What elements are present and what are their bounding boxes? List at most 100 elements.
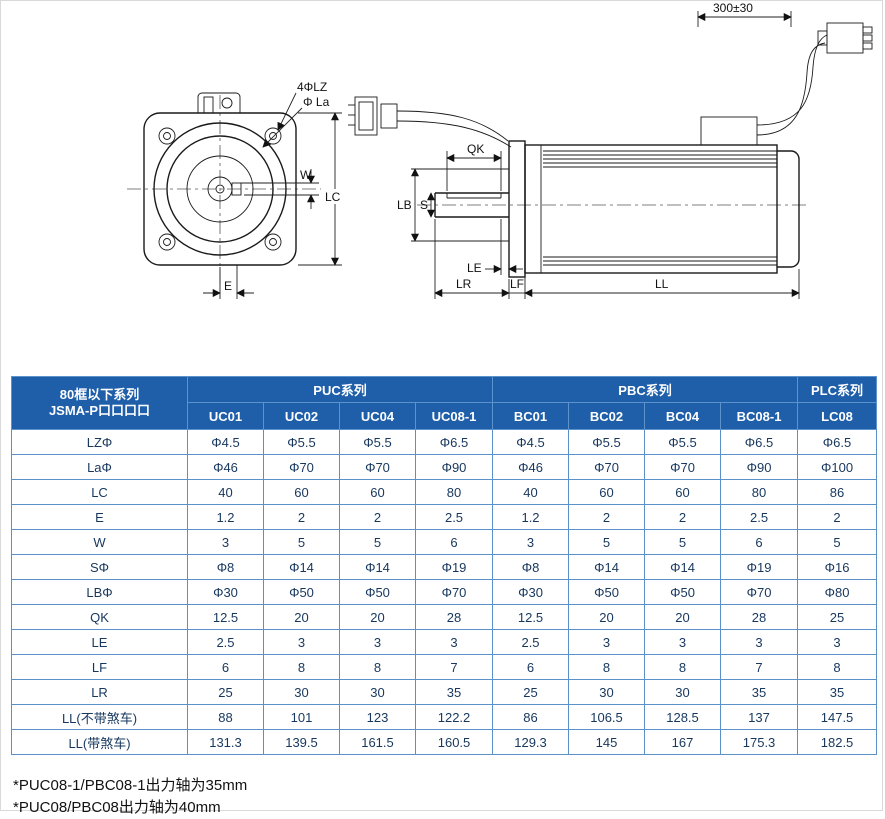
- value-cell: Φ6.5: [414, 429, 494, 455]
- value-cell: 167: [644, 729, 722, 755]
- value-cell: 20: [263, 604, 340, 630]
- label-phi-la: Φ La: [303, 95, 330, 109]
- value-cell: 35: [414, 679, 494, 705]
- label-le: LE: [467, 261, 482, 275]
- value-cell: 7: [414, 654, 494, 680]
- value-cell: Φ50: [644, 579, 722, 605]
- label-lb: LB: [397, 198, 412, 212]
- value-cell: 60: [568, 479, 646, 505]
- value-cell: 5: [568, 529, 646, 555]
- value-cell: Φ5.5: [568, 429, 646, 455]
- value-cell: Φ70: [644, 454, 722, 480]
- value-cell: 80: [414, 479, 494, 505]
- value-cell: 5: [263, 529, 340, 555]
- value-cell: Φ5.5: [644, 429, 722, 455]
- value-cell: 101: [263, 704, 340, 730]
- group-header-pbc: PBC系列: [492, 376, 799, 403]
- value-cell: Φ4.5: [492, 429, 570, 455]
- value-cell: 6: [720, 529, 799, 555]
- value-cell: 35: [720, 679, 799, 705]
- value-cell: 25: [187, 679, 264, 705]
- value-cell: 6: [492, 654, 570, 680]
- param-cell: LE: [11, 629, 188, 655]
- value-cell: 160.5: [414, 729, 494, 755]
- value-cell: 8: [797, 654, 878, 680]
- value-cell: 2: [644, 504, 722, 530]
- value-cell: Φ80: [797, 579, 878, 605]
- value-cell: 2.5: [492, 629, 570, 655]
- param-cell: E: [11, 504, 188, 530]
- value-cell: 145: [568, 729, 646, 755]
- value-cell: 3: [720, 629, 799, 655]
- value-cell: 147.5: [797, 704, 878, 730]
- value-cell: 5: [797, 529, 878, 555]
- value-cell: 28: [414, 604, 494, 630]
- footnote-1: *PUC08-1/PBC08-1出力轴为35mm: [13, 777, 248, 794]
- model-header-bc04: BC04: [644, 402, 722, 430]
- model-header-lc08: LC08: [797, 402, 878, 430]
- model-header-bc02: BC02: [568, 402, 646, 430]
- value-cell: 131.3: [187, 729, 264, 755]
- value-cell: 86: [797, 479, 878, 505]
- value-cell: 2.5: [187, 629, 264, 655]
- param-cell: QK: [11, 604, 188, 630]
- value-cell: 60: [339, 479, 416, 505]
- value-cell: 25: [492, 679, 570, 705]
- value-cell: 2: [797, 504, 878, 530]
- value-cell: 60: [263, 479, 340, 505]
- model-header-bc08-1: BC08-1: [720, 402, 799, 430]
- value-cell: 1.2: [492, 504, 570, 530]
- value-cell: 8: [339, 654, 416, 680]
- value-cell: 60: [644, 479, 722, 505]
- label-cable-length: 300±30: [713, 1, 753, 15]
- value-cell: 30: [644, 679, 722, 705]
- value-cell: 8: [263, 654, 340, 680]
- value-cell: 2: [263, 504, 340, 530]
- model-header-uc04: UC04: [339, 402, 416, 430]
- value-cell: 8: [644, 654, 722, 680]
- group-header-plc: PLC系列: [797, 376, 878, 403]
- value-cell: 5: [644, 529, 722, 555]
- value-cell: 182.5: [797, 729, 878, 755]
- value-cell: 88: [187, 704, 264, 730]
- value-cell: 3: [339, 629, 416, 655]
- footnotes: *PUC08-1/PBC08-1出力轴为35mm *PUC08/PBC08出力轴…: [13, 775, 882, 819]
- value-cell: 137: [720, 704, 799, 730]
- value-cell: Φ6.5: [797, 429, 878, 455]
- footnote-2: *PUC08/PBC08出力轴为40mm: [13, 799, 221, 816]
- value-cell: Φ6.5: [720, 429, 799, 455]
- series-header: 80框以下系列 JSMA-P口口口口: [11, 376, 188, 430]
- value-cell: Φ30: [492, 579, 570, 605]
- value-cell: 3: [187, 529, 264, 555]
- value-cell: 3: [263, 629, 340, 655]
- param-cell: W: [11, 529, 188, 555]
- value-cell: 30: [339, 679, 416, 705]
- value-cell: 30: [568, 679, 646, 705]
- series-header-line1: 80框以下系列: [59, 386, 140, 402]
- value-cell: 30: [263, 679, 340, 705]
- param-cell: LL(不带煞车): [11, 704, 188, 730]
- value-cell: Φ100: [797, 454, 878, 480]
- param-cell: LF: [11, 654, 188, 680]
- value-cell: 128.5: [644, 704, 722, 730]
- value-cell: Φ5.5: [339, 429, 416, 455]
- value-cell: Φ14: [568, 554, 646, 580]
- value-cell: 40: [187, 479, 264, 505]
- model-header-uc01: UC01: [187, 402, 264, 430]
- value-cell: 106.5: [568, 704, 646, 730]
- label-w: W: [300, 168, 312, 182]
- param-cell: LL(带煞车): [11, 729, 188, 755]
- param-cell: SΦ: [11, 554, 188, 580]
- value-cell: 6: [187, 654, 264, 680]
- value-cell: 139.5: [263, 729, 340, 755]
- value-cell: 2.5: [720, 504, 799, 530]
- spec-table: 80框以下系列 JSMA-P口口口口 PUC系列 PBC系列 PLC系列 UC0…: [11, 376, 878, 755]
- value-cell: 28: [720, 604, 799, 630]
